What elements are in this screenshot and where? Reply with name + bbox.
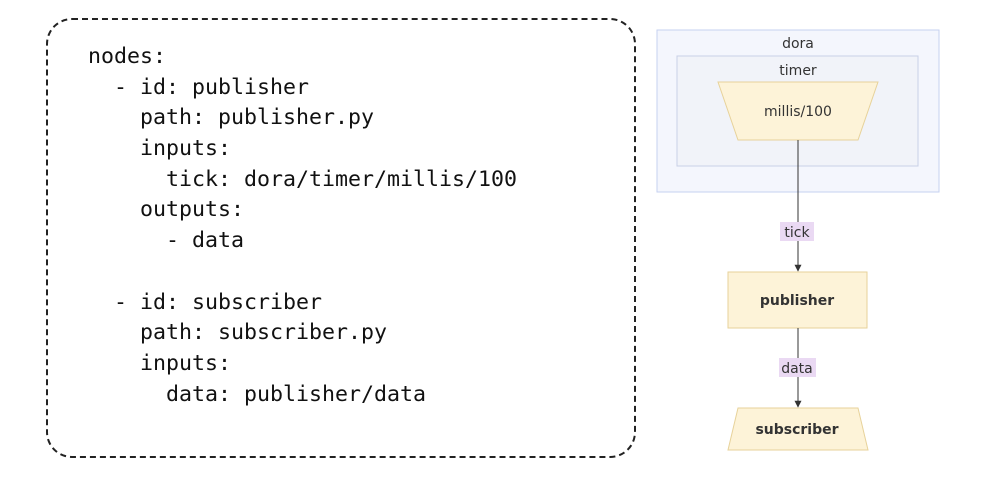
code-line	[88, 257, 517, 288]
dataflow-diagram: dora timer millis/100 tick publisher dat…	[656, 29, 940, 451]
code-line: inputs:	[88, 350, 232, 376]
yaml-code-block: nodes: - id: publisher path: publisher.p…	[88, 42, 517, 410]
node-subscriber-label: subscriber	[755, 422, 838, 438]
code-line: - data	[88, 228, 245, 254]
code-line: data: publisher/data	[88, 381, 427, 407]
edge-data-label: data	[781, 361, 813, 377]
code-line: inputs:	[88, 136, 232, 162]
code-line: nodes:	[88, 44, 167, 69]
edge-tick-label: tick	[784, 225, 810, 241]
edge-data-label-bg	[779, 358, 816, 377]
node-publisher	[727, 271, 868, 329]
code-line: - id: subscriber	[88, 289, 323, 315]
code-block-frame	[46, 18, 636, 458]
node-subscriber	[727, 407, 869, 451]
code-line: path: publisher.py	[88, 105, 375, 131]
node-timer-millis-label: millis/100	[764, 104, 832, 120]
group-dora-label: dora	[782, 36, 814, 52]
node-timer-millis	[717, 81, 879, 141]
group-timer-label: timer	[779, 63, 817, 79]
edge-tick-label-bg	[780, 222, 814, 241]
code-line: outputs:	[88, 197, 245, 223]
code-line: path: subscriber.py	[88, 320, 388, 346]
code-line: - id: publisher	[88, 74, 310, 100]
code-line: tick: dora/timer/millis/100	[88, 166, 518, 192]
node-publisher-label: publisher	[760, 293, 834, 309]
